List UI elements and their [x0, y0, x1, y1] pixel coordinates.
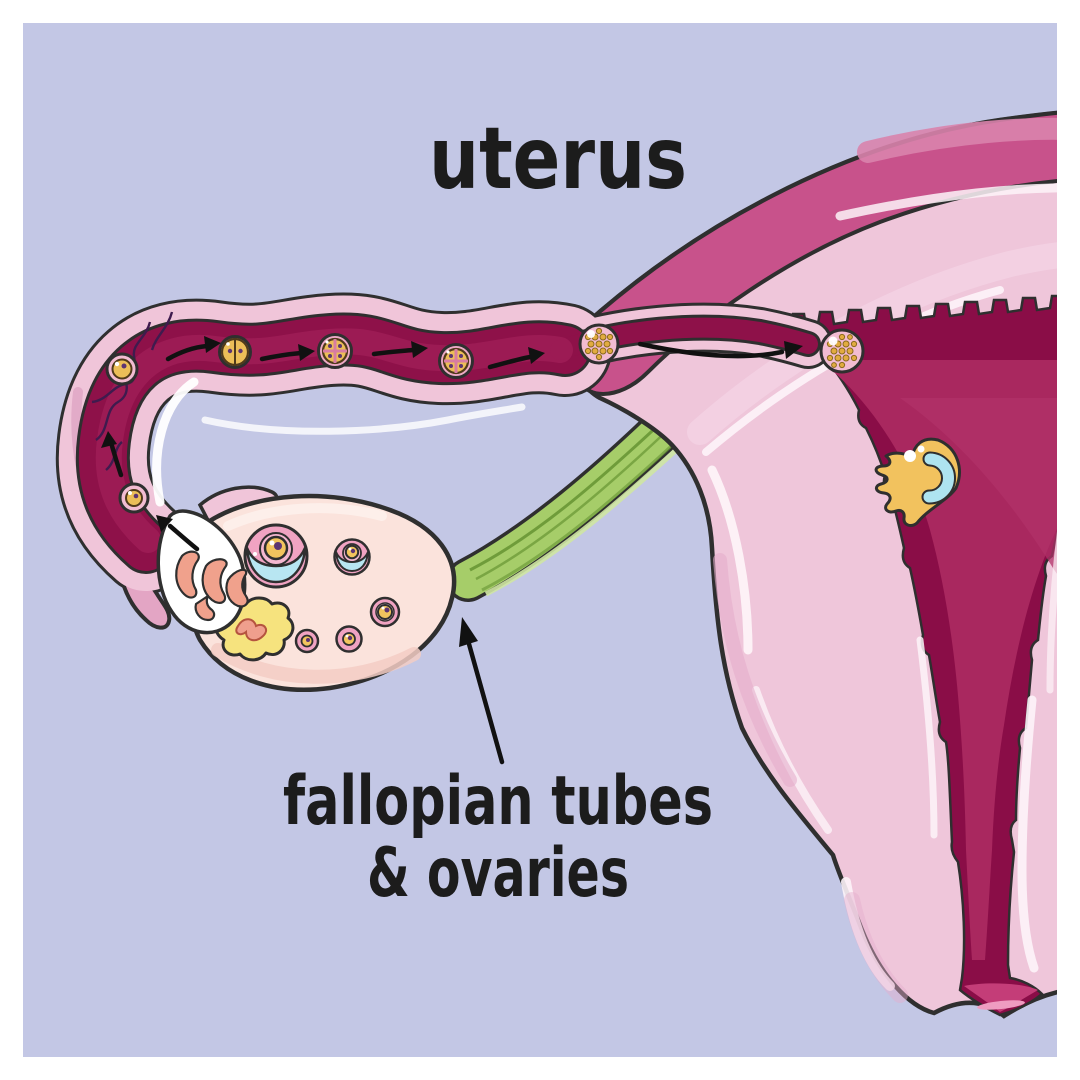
follicle-small — [294, 628, 320, 654]
morula — [578, 323, 620, 365]
fimbriae — [156, 509, 249, 635]
uterine-cavity — [820, 360, 1057, 960]
cell-stages — [101, 323, 865, 552]
morula — [819, 328, 865, 374]
uterus-label: uterus — [429, 109, 687, 209]
blastocyst — [874, 437, 961, 527]
direction-arrow-icon — [109, 341, 785, 552]
egg-cell — [118, 482, 150, 514]
follicle-small — [335, 625, 363, 653]
fallopian-label-line2: & ovaries — [367, 834, 629, 913]
label-pointer-arrow-icon — [459, 617, 505, 765]
two-cell-stage — [218, 335, 252, 369]
follicle-small — [369, 596, 401, 628]
ovary — [187, 493, 457, 692]
cervical-opening — [964, 983, 1038, 1012]
follicle-large — [243, 523, 309, 589]
follicle-medium — [333, 538, 371, 576]
egg-cell-fertilized — [105, 352, 139, 386]
fallopian-label-line1: fallopian tubes — [283, 762, 713, 841]
four-cell-stage — [438, 343, 474, 379]
direction-arrowheads — [101, 336, 803, 532]
four-cell-stage — [317, 333, 353, 369]
